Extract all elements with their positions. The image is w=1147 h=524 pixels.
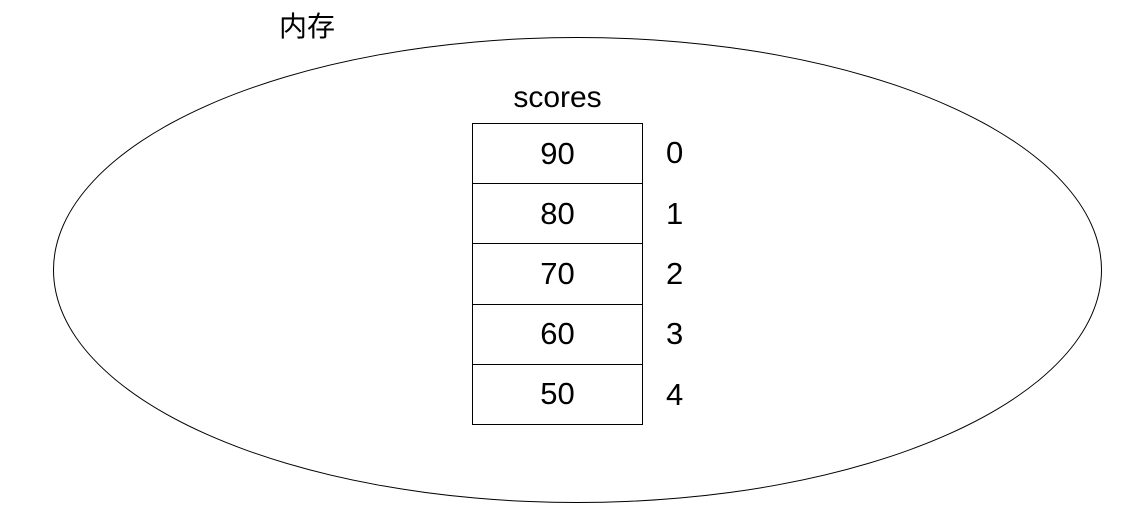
array-cell-4: 50 <box>540 376 575 412</box>
array-index-3: 3 <box>666 316 684 352</box>
array-cell-1: 80 <box>473 184 642 245</box>
array-name-label: scores <box>513 81 602 114</box>
memory-boundary-ellipse <box>53 37 1102 503</box>
array-cell-3: 60 <box>473 305 642 365</box>
array-index-1: 1 <box>666 195 684 231</box>
array-index-4: 4 <box>666 376 684 412</box>
memory-label: 内存 <box>279 11 336 42</box>
array-table: 90 80 70 60 50 <box>472 123 643 425</box>
array-index-2: 2 <box>666 256 684 292</box>
array-cell-2: 70 <box>473 244 642 305</box>
array-cell-0: 90 <box>473 124 642 185</box>
array-index-column: 0 1 2 3 4 <box>666 123 696 425</box>
array-index-0: 0 <box>666 135 684 171</box>
